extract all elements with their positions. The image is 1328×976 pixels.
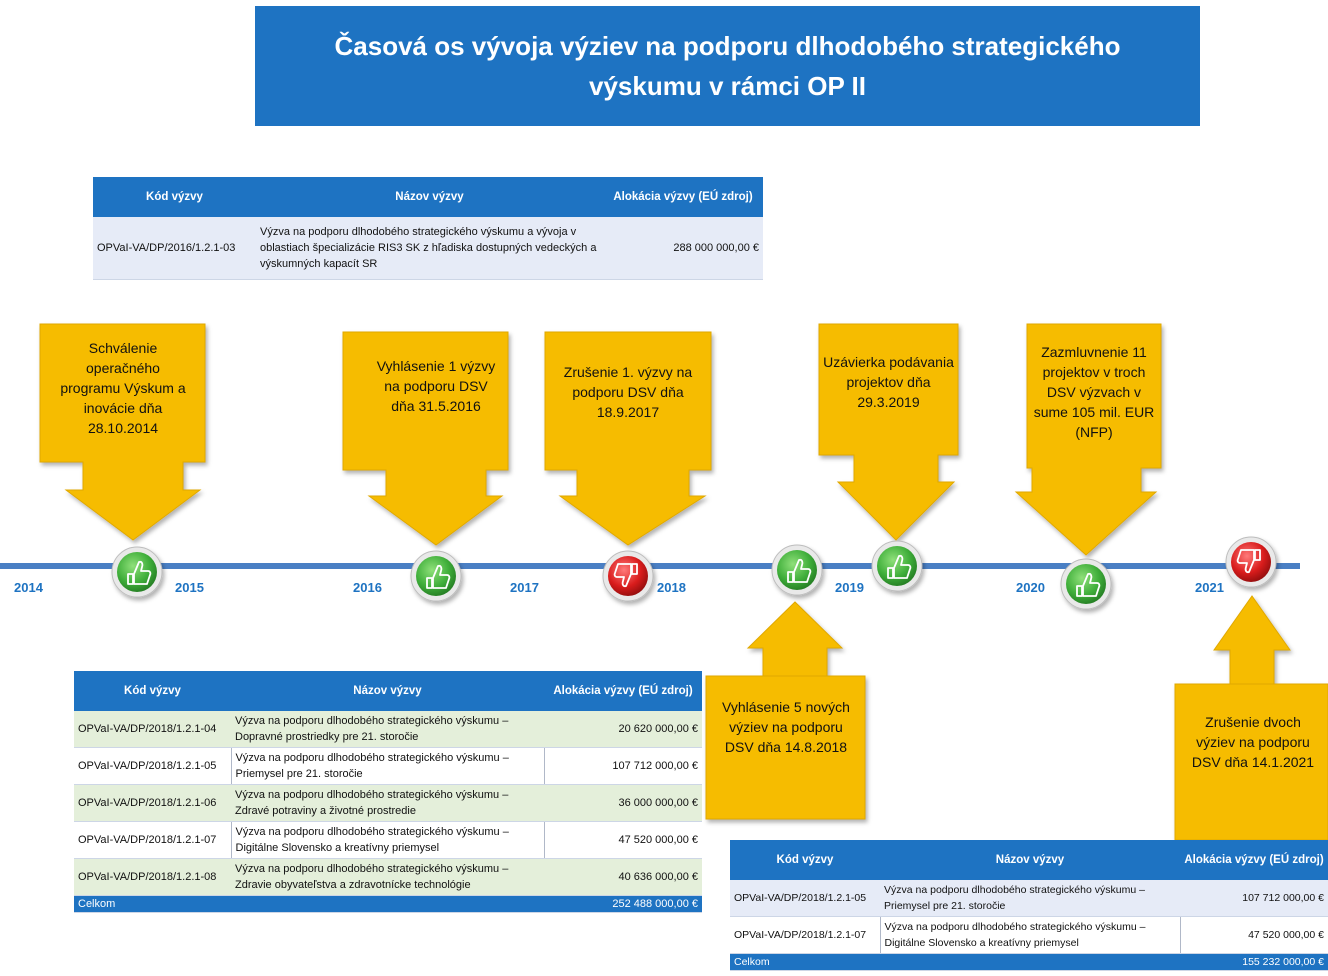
header-alloc: Alokácia výzvy (EÚ zdroj): [1180, 840, 1328, 880]
year-label-2019: 2019: [835, 580, 864, 595]
total-value: 252 488 000,00 €: [544, 895, 702, 913]
header-name: Názov výzvy: [880, 840, 1180, 880]
year-label-2017: 2017: [510, 580, 539, 595]
thumbs-down-icon: [602, 550, 654, 602]
header-alloc: Alokácia výzvy (EÚ zdroj): [603, 177, 763, 217]
callout-arrow-2016: [342, 331, 509, 546]
total-label: Celkom: [74, 895, 231, 913]
header-code: Kód výzvy: [93, 177, 256, 217]
thumbs-down-icon: [1225, 536, 1277, 588]
header-name: Názov výzvy: [256, 177, 603, 217]
header-code: Kód výzvy: [730, 840, 880, 880]
table-total-row: Celkom 252 488 000,00 €: [74, 895, 702, 913]
thumbs-up-icon: [771, 544, 823, 596]
total-label: Celkom: [730, 953, 880, 971]
header-name: Názov výzvy: [231, 671, 544, 711]
table-total-row: Celkom 155 232 000,00 €: [730, 953, 1328, 971]
calls-table-2018: Kód výzvy Názov výzvy Alokácia výzvy (EÚ…: [74, 671, 702, 913]
calls-table-2021: Kód výzvy Názov výzvy Alokácia výzvy (EÚ…: [730, 840, 1328, 971]
year-label-2015: 2015: [175, 580, 204, 595]
thumbs-up-icon: [410, 550, 462, 602]
callout-arrow-2019: [818, 323, 959, 541]
year-label-2021: 2021: [1195, 580, 1224, 595]
callout-arrow-2021: [1174, 595, 1328, 841]
year-label-2014: 2014: [14, 580, 44, 595]
header-alloc: Alokácia výzvy (EÚ zdroj): [544, 671, 702, 711]
thumbs-up-icon: [1060, 558, 1112, 610]
thumbs-up-icon: [111, 546, 163, 598]
total-value: 155 232 000,00 €: [1180, 953, 1328, 971]
callout-arrow-2014: [39, 323, 206, 541]
year-label-2016: 2016: [353, 580, 382, 595]
callout-text-2020: Zazmluvnenie 11 projektov v troch DSV vý…: [1033, 344, 1155, 440]
page-title: Časová os vývoja výziev na podporu dlhod…: [255, 6, 1200, 126]
callout-arrow-2017: [544, 331, 712, 546]
year-label-2020: 2020: [1016, 580, 1045, 595]
callout-text-2017: Zrušenie 1. výzvy na podporu DSV dňa 18.…: [563, 364, 693, 420]
callout-arrow-2020: [1014, 323, 1162, 556]
calls-table-2016: Kód výzvy Názov výzvy Alokácia výzvy (EÚ…: [93, 177, 763, 280]
callout-arrow-2018: [705, 601, 866, 820]
thumbs-up-icon: [871, 540, 923, 592]
callout-text-2016: Vyhlásenie 1 výzvy na podporu DSV dňa 31…: [376, 358, 496, 414]
callout-text-2019: Uzávierka podávania projektov dňa 29.3.2…: [823, 354, 954, 410]
header-code: Kód výzvy: [74, 671, 231, 711]
callout-text-2014: Schválenie operačného programu Výskum a …: [60, 340, 186, 436]
year-label-2018: 2018: [657, 580, 686, 595]
table-row: OPVaI-VA/DP/2016/1.2.1-03 Výzva na podpo…: [93, 217, 763, 280]
callout-text-2018: Vyhlásenie 5 nových výziev na podporu DS…: [722, 699, 850, 755]
callout-text-2021: Zrušenie dvoch výziev na podporu DSV dňa…: [1191, 714, 1315, 770]
